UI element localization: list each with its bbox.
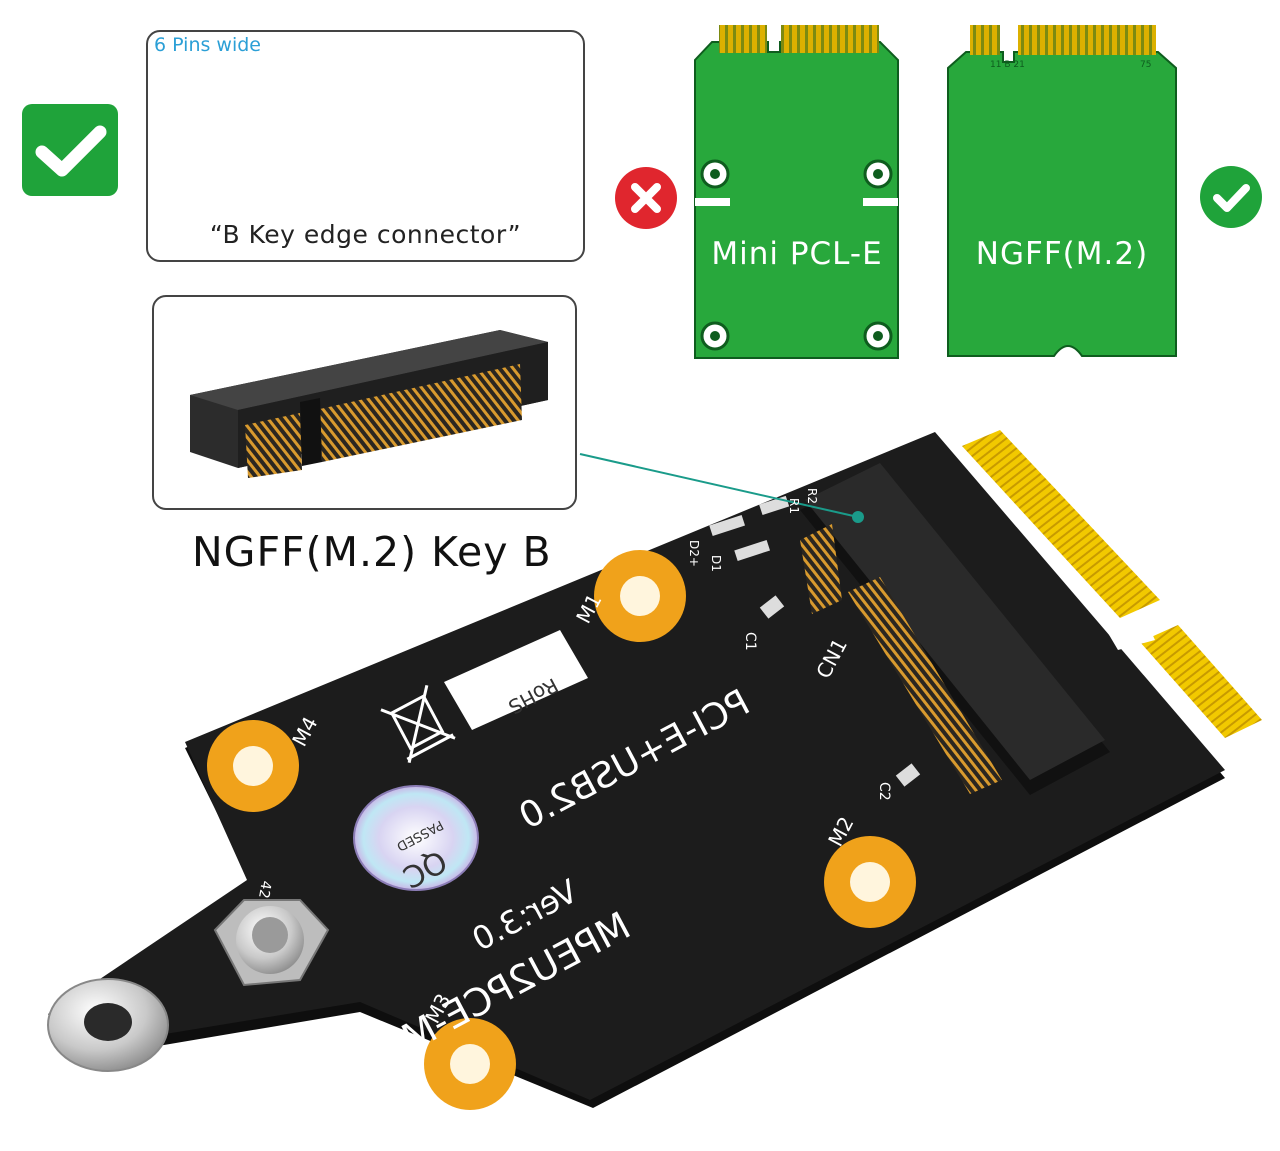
ngff-label: NGFF(M.2)	[975, 236, 1149, 272]
mini-pcie-card	[694, 25, 899, 359]
ref-42: 42	[255, 879, 274, 899]
ref-d2: D2+	[687, 540, 701, 567]
pins-wide-label: 6 Pins wide	[154, 34, 261, 56]
ref-d1: D1	[709, 555, 723, 572]
checkmark-icon	[35, 125, 107, 177]
edge-connector-callout: 6 Pins wide “B Key edge connector”	[146, 30, 585, 262]
socket-title: NGFF(M.2) Key B	[192, 528, 552, 576]
checkmark-icon	[1200, 166, 1262, 228]
socket-callout	[152, 295, 577, 510]
cross-icon	[615, 167, 677, 229]
ref-c2: C2	[876, 782, 892, 801]
compatible-check-badge	[22, 104, 118, 196]
ref-52: 52	[95, 949, 114, 969]
svg-text:11 B 21: 11 B 21	[990, 60, 1025, 70]
ref-r1: R1	[787, 498, 801, 514]
mini-pcie-label: Mini PCL-E	[711, 236, 883, 272]
mounting-pads	[207, 550, 916, 1110]
adapter-board	[47, 430, 1262, 1110]
edge-connector-caption: “B Key edge connector”	[209, 220, 522, 249]
callout-dot	[852, 511, 864, 523]
ngff-card: 11 B 21 75	[947, 25, 1177, 357]
weee-bin-icon	[380, 684, 456, 764]
callout-line	[579, 453, 859, 518]
socket-diagram	[190, 330, 548, 478]
svg-text:75: 75	[1140, 60, 1151, 70]
ref-c1: C1	[742, 632, 758, 651]
ref-r2: R2	[805, 488, 819, 504]
